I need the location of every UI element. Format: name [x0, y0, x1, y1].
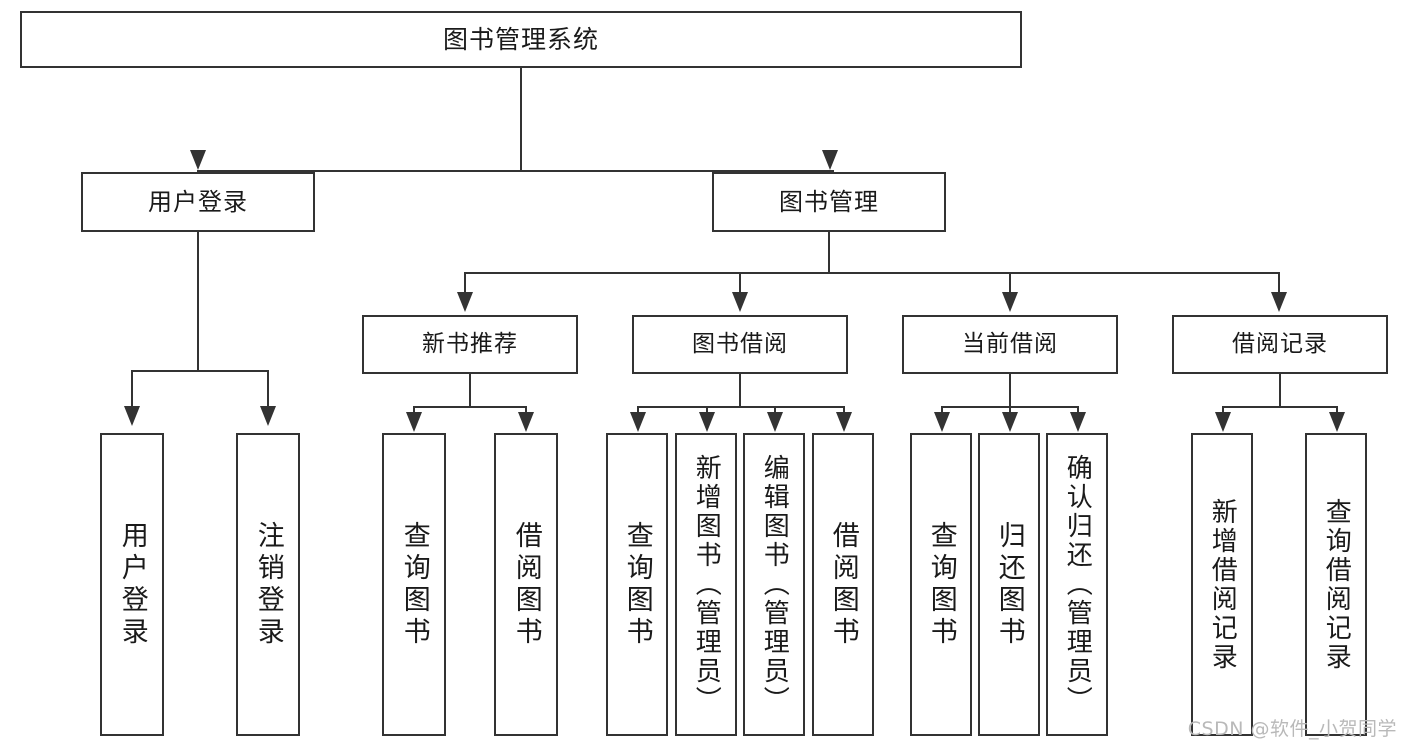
watermark: CSDN @软件_小贺同学	[1187, 718, 1397, 740]
leaf-query-borrow-record[interactable]: 查询借阅记录	[1305, 433, 1367, 736]
node-current-borrow[interactable]: 当前借阅	[902, 315, 1118, 374]
edge-user-login-drop-2	[267, 370, 269, 408]
node-label: 查询借阅记录	[1321, 497, 1352, 672]
node-label: 借阅图书	[827, 520, 859, 649]
arrow-borrow-record-to-add	[1215, 412, 1231, 432]
node-label: 图书管理	[779, 187, 879, 216]
edge-book-borrow-stem	[739, 374, 741, 408]
edge-root-drop-left	[197, 170, 199, 172]
leaf-borrow-book-new[interactable]: 借阅图书	[494, 433, 558, 736]
edge-current-borrow-stem	[1009, 374, 1011, 408]
edge-book-manage-stem	[828, 232, 830, 274]
arrow-user-login-to-logout	[260, 406, 276, 426]
edge-new-book-stem	[469, 374, 471, 408]
node-label: 新增图书（管理员）	[691, 454, 722, 715]
node-root-system[interactable]: 图书管理系统	[20, 11, 1022, 68]
edge-new-book-bus	[413, 406, 527, 408]
node-new-book-recommend[interactable]: 新书推荐	[362, 315, 578, 374]
node-label: 图书管理系统	[442, 24, 599, 54]
edge-book-manage-drop-3	[1009, 272, 1011, 294]
leaf-query-book-current[interactable]: 查询图书	[910, 433, 972, 736]
arrow-current-borrow-to-return	[1002, 412, 1018, 432]
edge-root-bus	[197, 170, 834, 172]
arrow-book-borrow-to-query	[630, 412, 646, 432]
leaf-borrow-book[interactable]: 借阅图书	[812, 433, 874, 736]
leaf-add-book-admin[interactable]: 新增图书（管理员）	[675, 433, 737, 736]
node-label: 借阅记录	[1232, 330, 1328, 357]
edge-borrow-record-stem	[1279, 374, 1281, 408]
leaf-logout[interactable]: 注销登录	[236, 433, 300, 736]
leaf-return-book[interactable]: 归还图书	[978, 433, 1040, 736]
arrow-root-to-book-manage	[822, 150, 838, 170]
leaf-add-borrow-record[interactable]: 新增借阅记录	[1191, 433, 1253, 736]
node-label: 图书借阅	[692, 330, 788, 357]
arrow-to-new-book	[457, 292, 473, 312]
node-label: 用户登录	[116, 520, 148, 649]
leaf-query-book-borrow[interactable]: 查询图书	[606, 433, 668, 736]
arrow-book-borrow-to-add	[699, 412, 715, 432]
arrow-borrow-record-to-query	[1329, 412, 1345, 432]
arrow-to-book-borrow	[732, 292, 748, 312]
arrow-new-book-to-query	[406, 412, 422, 432]
edge-book-manage-drop-4	[1278, 272, 1280, 294]
node-label: 查询图书	[398, 520, 430, 649]
edge-book-manage-drop-2	[739, 272, 741, 294]
arrow-user-login-to-login	[124, 406, 140, 426]
leaf-query-book-new[interactable]: 查询图书	[382, 433, 446, 736]
node-label: 新增借阅记录	[1207, 497, 1238, 672]
node-label: 借阅图书	[510, 520, 542, 649]
edge-borrow-record-bus	[1222, 406, 1338, 408]
arrow-current-borrow-to-confirm	[1070, 412, 1086, 432]
node-label: 编辑图书（管理员）	[759, 454, 790, 715]
node-borrow-record[interactable]: 借阅记录	[1172, 315, 1388, 374]
node-label: 注销登录	[252, 520, 284, 649]
arrow-new-book-to-borrow	[518, 412, 534, 432]
node-label: 当前借阅	[962, 330, 1058, 357]
edge-root-stem	[520, 68, 522, 172]
edge-book-manage-drop-1	[464, 272, 466, 294]
arrow-root-to-user-login	[190, 150, 206, 170]
arrow-to-borrow-record	[1271, 292, 1287, 312]
arrow-to-current-borrow	[1002, 292, 1018, 312]
node-label: 查询图书	[925, 520, 957, 649]
arrow-book-borrow-to-edit	[767, 412, 783, 432]
node-book-borrow[interactable]: 图书借阅	[632, 315, 848, 374]
leaf-edit-book-admin[interactable]: 编辑图书（管理员）	[743, 433, 805, 736]
leaf-user-login[interactable]: 用户登录	[100, 433, 164, 736]
edge-book-borrow-bus	[637, 406, 845, 408]
edge-user-login-stem	[197, 232, 199, 372]
node-label: 用户登录	[148, 187, 248, 216]
edge-user-login-bus	[131, 370, 267, 372]
node-label: 新书推荐	[422, 330, 518, 357]
edge-user-login-drop-1	[131, 370, 133, 408]
edge-book-manage-bus	[464, 272, 1280, 274]
node-book-manage[interactable]: 图书管理	[712, 172, 946, 232]
arrow-current-borrow-to-query	[934, 412, 950, 432]
node-label: 归还图书	[993, 520, 1025, 649]
node-label: 查询图书	[621, 520, 653, 649]
leaf-confirm-return-admin[interactable]: 确认归还（管理员）	[1046, 433, 1108, 736]
arrow-book-borrow-to-borrow	[836, 412, 852, 432]
node-user-login[interactable]: 用户登录	[81, 172, 315, 232]
node-label: 确认归还（管理员）	[1062, 454, 1093, 715]
